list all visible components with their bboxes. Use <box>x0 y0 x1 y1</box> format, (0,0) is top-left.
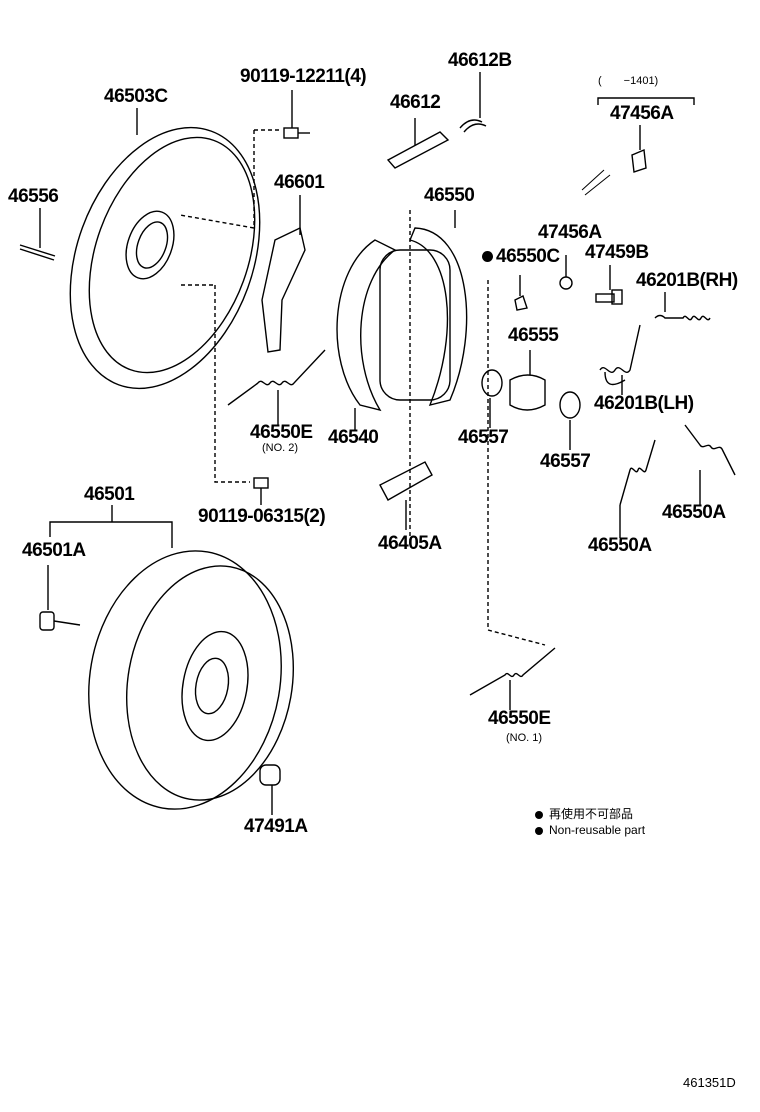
label-46556: 46556 <box>8 186 59 207</box>
label-46550E-no1: 46550E <box>488 708 551 729</box>
label-46501A: 46501A <box>22 540 86 561</box>
label-47456A-top: 47456A <box>610 103 674 124</box>
diagram-code: 461351D <box>683 1075 736 1090</box>
brake-drum <box>39 505 295 815</box>
small-parts <box>379 255 623 530</box>
label-46201B-LH: 46201B(LH) <box>594 393 694 414</box>
label-90119-06315: 90119-06315(2) <box>198 506 326 527</box>
bracket-47456A <box>581 97 695 196</box>
strut-46612 <box>386 72 487 169</box>
date-range-note: ( −1401) <box>598 75 659 87</box>
label-46550A-a: 46550A <box>662 502 726 523</box>
label-46503C: 46503C <box>104 86 168 107</box>
bullet-icon <box>535 810 543 819</box>
label-no1: (NO. 1) <box>506 732 543 744</box>
label-90119-12211: 90119-12211(4) <box>240 66 367 87</box>
label-46601: 46601 <box>274 172 325 193</box>
legend-japanese-text: 再使用不可部品 <box>549 807 634 821</box>
label-46555: 46555 <box>508 325 559 346</box>
label-46550A-b: 46550A <box>588 535 652 556</box>
legend-english-text: Non-reusable part <box>549 823 646 837</box>
label-46201B-RH: 46201B(RH) <box>636 270 738 291</box>
label-no2: (NO. 2) <box>262 442 299 454</box>
non-reusable-marker <box>482 251 493 262</box>
label-46550C: 46550C <box>496 246 560 267</box>
label-47459B: 47459B <box>585 242 649 263</box>
bullet-icon <box>535 826 543 835</box>
label-46612: 46612 <box>390 92 441 113</box>
legend-english: Non-reusable part <box>535 824 645 836</box>
parking-lever <box>261 195 306 353</box>
label-46612B: 46612B <box>448 50 512 71</box>
label-46557-a: 46557 <box>458 427 509 448</box>
label-46501: 46501 <box>84 484 135 505</box>
label-46405A: 46405A <box>378 533 442 554</box>
label-46557-b: 46557 <box>540 451 591 472</box>
label-46550: 46550 <box>424 185 475 206</box>
bolt-90119-06315 <box>181 284 269 505</box>
label-47491A: 47491A <box>244 816 308 837</box>
legend-japanese: 再使用不可部品 <box>535 808 633 820</box>
backing-plate <box>69 108 261 390</box>
brake-shoes <box>336 210 468 540</box>
label-47456A: 47456A <box>538 222 602 243</box>
pin-46556 <box>19 208 56 261</box>
label-46540: 46540 <box>328 427 379 448</box>
label-46550E-no2: 46550E <box>250 422 313 443</box>
bolt-90119-12211 <box>179 90 310 229</box>
springs <box>227 280 736 710</box>
